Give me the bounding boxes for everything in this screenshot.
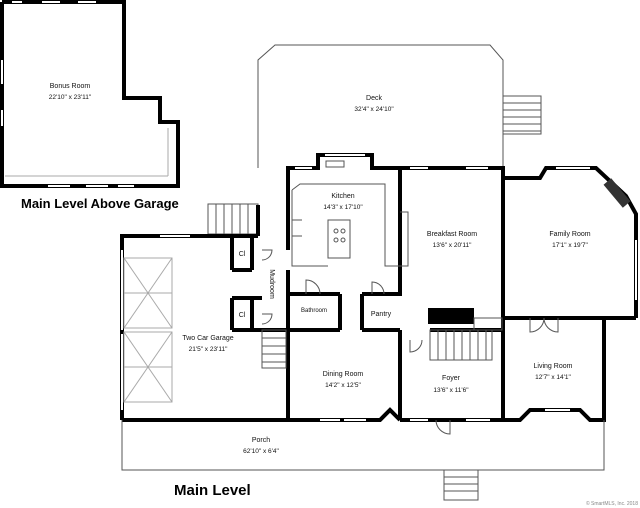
deck-name: Deck [366,95,382,102]
foyer-name: Foyer [442,375,461,382]
closet2-name: Cl [239,312,246,319]
breakfast-dims: 13'6" x 20'11" [433,242,472,249]
living-dims: 12'7" x 14'1" [535,374,571,381]
garage-dims: 21'5" x 23'11" [189,346,228,353]
dining-dims: 14'2" x 12'5" [325,382,361,389]
bonus-room-outline [0,0,180,188]
living-name: Living Room [534,363,573,370]
garage-doors [123,257,173,403]
copyright-credit: © SmartMLS, Inc. 2018 [586,500,638,507]
bonus-room-dims: 22'10" x 23'11" [49,94,92,101]
family-fireplace [603,178,631,208]
deck-dims: 32'4" x 24'10" [354,106,394,113]
upper-level-title: Main Level Above Garage [21,196,179,211]
closet1-name: Cl [239,251,246,258]
porch-outline [121,420,605,501]
kitchen-name: Kitchen [331,193,354,200]
kitchen-fixtures [291,160,409,267]
pantry-name: Pantry [371,311,392,318]
main-level-title: Main Level [174,482,251,499]
garage-name: Two Car Garage [182,335,233,342]
mudroom-name: Mudroom [268,269,275,299]
dining-name: Dining Room [323,371,364,378]
kitchen-dims: 14'3" x 17'10" [323,204,363,211]
porch-dims: 62'10" x 6'4" [243,448,279,455]
bathroom-name: Bathroom [301,308,327,314]
family-dims: 17'1" x 19'7" [552,242,588,249]
bonus-room-name: Bonus Room [50,83,91,90]
foyer-stairs [261,308,503,369]
deck-outline [207,44,542,235]
living-doors [529,317,559,333]
family-name: Family Room [549,231,590,238]
porch-name: Porch [252,437,270,444]
door-swings [261,249,451,435]
breakfast-name: Breakfast Room [427,231,477,238]
foyer-dims: 13'6" x 11'6" [433,387,469,394]
